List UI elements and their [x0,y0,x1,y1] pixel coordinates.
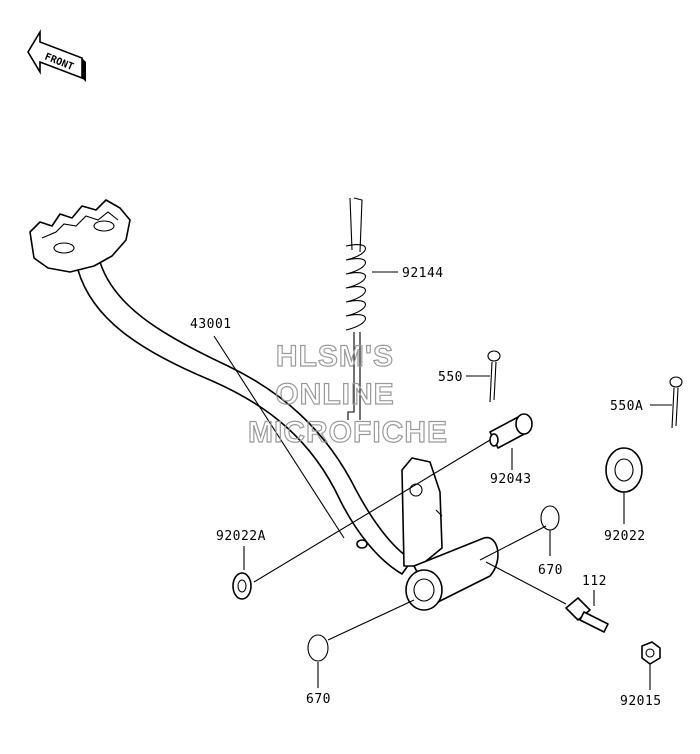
clevis-pin [489,413,533,449]
label-43001: 43001 [190,317,232,332]
label-670-upper: 670 [538,563,563,578]
label-92144: 92144 [402,266,444,281]
watermark: HLSM'S ONLINE MICROFICHE [247,339,448,449]
return-spring [345,197,366,420]
bolt-112 [565,597,609,633]
watermark-line1: HLSM'S [276,340,394,373]
o-ring-lower [307,634,329,662]
washer-92022a [232,572,252,600]
label-550: 550 [438,370,463,385]
nut-92015 [641,641,661,665]
label-92022: 92022 [604,529,646,544]
front-arrow-icon: FRONT [27,29,86,82]
cotter-pin-550a [669,376,683,429]
assembly-lines [213,271,672,690]
label-92022a: 92022A [216,529,266,544]
label-550a: 550A [610,399,643,414]
watermark-line2: ONLINE [275,378,394,411]
label-92043: 92043 [490,472,532,487]
label-112: 112 [582,574,607,589]
washer-92022 [605,447,643,493]
label-92015: 92015 [620,694,662,709]
watermark-line3: MICROFICHE [248,416,448,449]
cotter-pin-550 [487,350,501,403]
o-ring-upper [540,505,560,531]
label-670-lower: 670 [306,692,331,707]
brake-pedal [29,199,499,611]
